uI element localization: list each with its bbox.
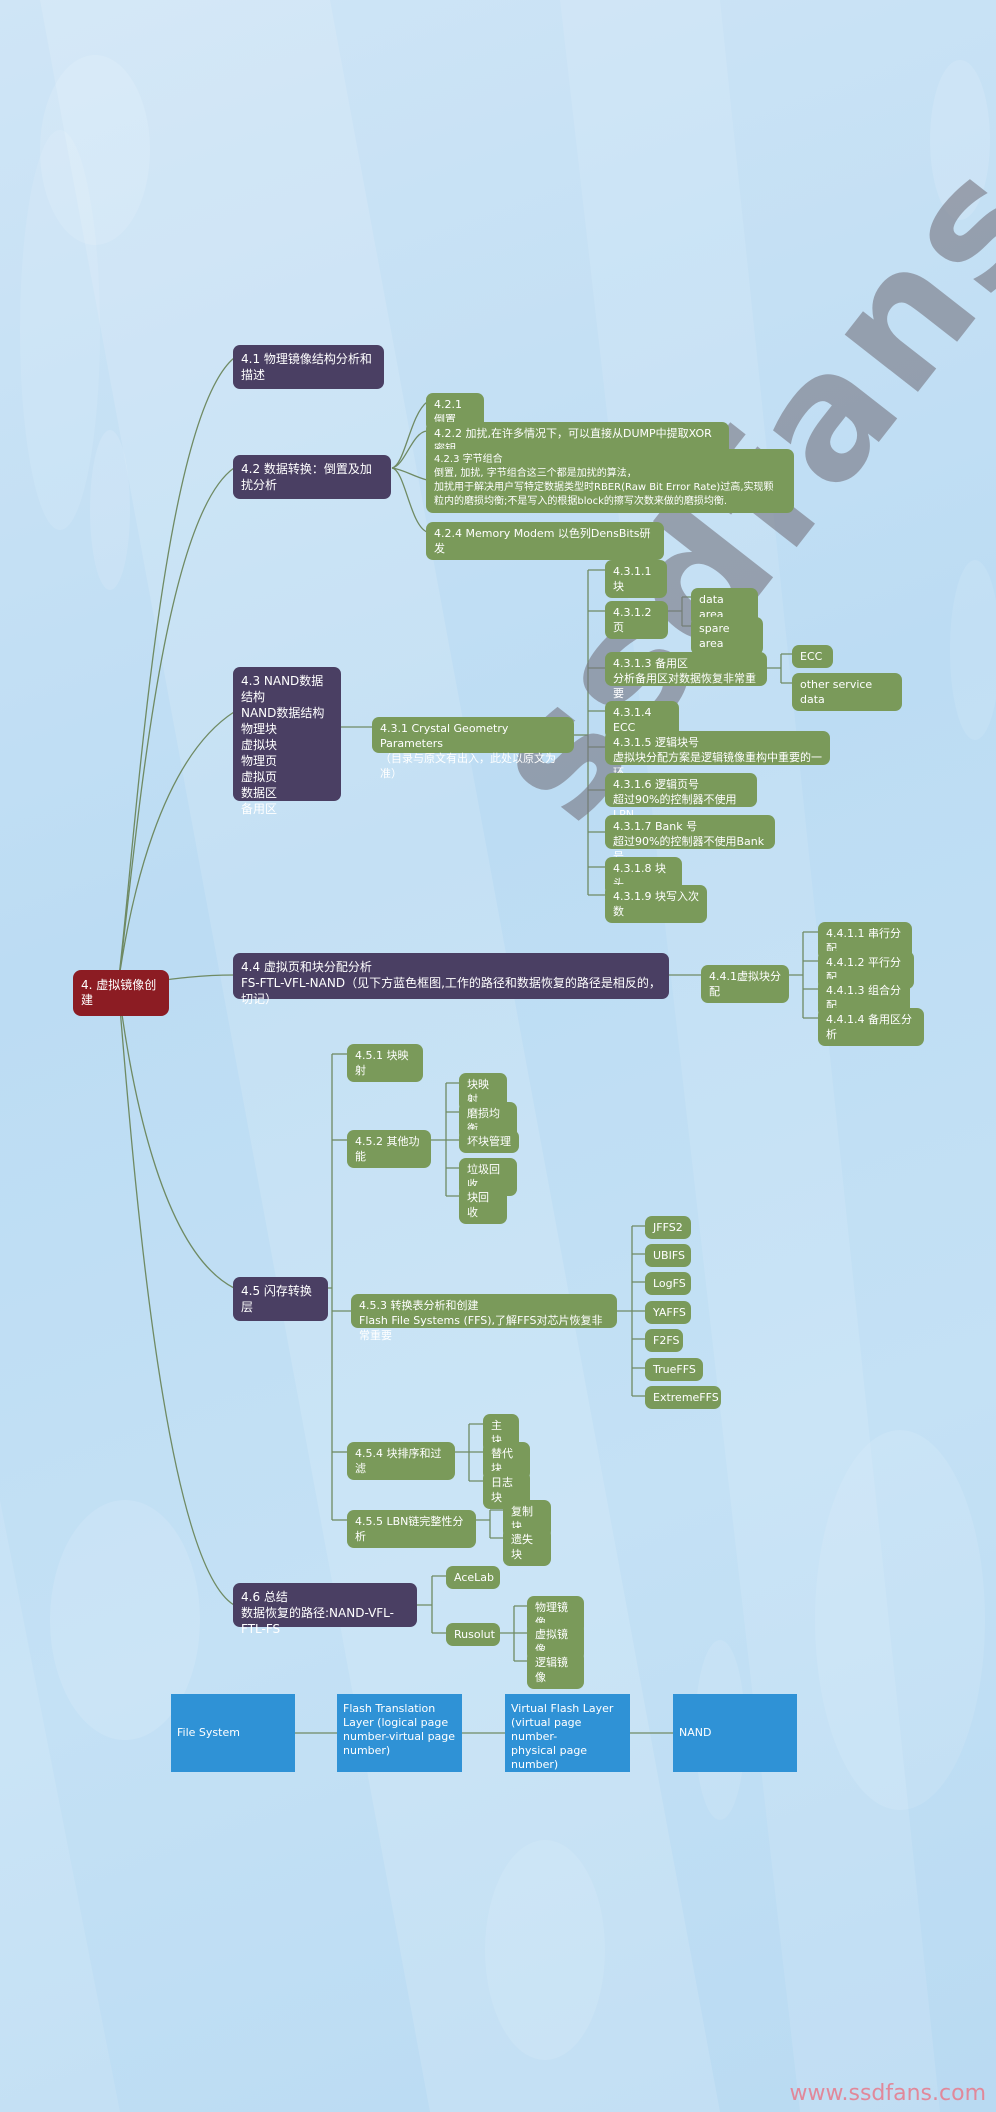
node-4-3-1[interactable]: 4.3.1 Crystal Geometry Parameters （目录与原文… [372, 717, 574, 780]
flow-nand: NAND [673, 1694, 797, 1772]
node-4-3-1-1[interactable]: 4.3.1.1 块 [605, 560, 667, 598]
node-4-4-1[interactable]: 4.4.1虚拟块分配 [701, 965, 789, 1003]
node-4-4-1-4[interactable]: 4.4.1.4 备用区分析 [818, 1008, 924, 1046]
node-fs-yaffs[interactable]: YAFFS [645, 1301, 691, 1324]
flow-file-system: File System [171, 1694, 295, 1772]
node-logical-image[interactable]: 逻辑镜像 [527, 1651, 584, 1689]
root-node[interactable]: 4. 虚拟镜像创建 [73, 970, 169, 1016]
node-4-4[interactable]: 4.4 虚拟页和块分配分析 FS-FTL-VFL-NAND（见下方蓝色框图,工作… [233, 953, 669, 1006]
node-4-3-1-9[interactable]: 4.3.1.9 块写入次数 [605, 885, 707, 923]
node-fs-extremeffs[interactable]: ExtremeFFS [645, 1386, 721, 1409]
node-fs-ubifs[interactable]: UBIFS [645, 1244, 691, 1267]
node-4-1[interactable]: 4.1 物理镜像结构分析和描述 [233, 345, 384, 389]
node-4-3-1-6[interactable]: 4.3.1.6 逻辑页号 超过90%的控制器不使用LPN [605, 773, 757, 821]
node-4-5-2[interactable]: 4.5.2 其他功能 [347, 1130, 431, 1168]
node-4-3[interactable]: 4.3 NAND数据结构 NAND数据结构 物理块 虚拟块 物理页 虚拟页 数据… [233, 667, 341, 816]
node-4-2-3[interactable]: 4.2.3 字节组合 倒置, 加扰, 字节组合这三个都是加扰的算法， 加扰用于解… [426, 449, 794, 513]
node-fs-f2fs[interactable]: F2FS [645, 1329, 683, 1352]
site-url: www.ssdfans.com [789, 2081, 986, 2106]
node-fs-jffs2[interactable]: JFFS2 [645, 1216, 691, 1239]
node-fs-logfs[interactable]: LogFS [645, 1272, 691, 1295]
node-fs-trueffs[interactable]: TrueFFS [645, 1358, 703, 1381]
node-4-3-1-5[interactable]: 4.3.1.5 逻辑块号 虚拟块分配方案是逻辑镜像重构中重要的一环 [605, 731, 830, 779]
node-4-5-3[interactable]: 4.5.3 转换表分析和创建 Flash File Systems (FFS),… [351, 1294, 617, 1342]
node-func-block-reclaim[interactable]: 块回收 [459, 1186, 507, 1224]
node-other-service-data[interactable]: other service data [792, 673, 902, 711]
node-rusolut[interactable]: Rusolut [446, 1623, 500, 1646]
node-4-3-1-2[interactable]: 4.3.1.2 页 [605, 601, 668, 639]
flow-virtual-flash-layer: Virtual Flash Layer (virtual page number… [505, 1694, 630, 1772]
node-func-bad-block[interactable]: 坏块管理 [459, 1130, 519, 1153]
node-4-3-1-3[interactable]: 4.3.1.3 备用区 分析备用区对数据恢复非常重要 [605, 652, 767, 700]
node-4-2[interactable]: 4.2 数据转换：倒置及加扰分析 [233, 455, 391, 499]
node-4-5-4[interactable]: 4.5.4 块排序和过滤 [347, 1442, 455, 1480]
node-acelab[interactable]: AceLab [446, 1566, 500, 1589]
node-4-5-5[interactable]: 4.5.5 LBN链完整性分析 [347, 1510, 476, 1548]
node-4-6[interactable]: 4.6 总结 数据恢复的路径:NAND-VFL-FTL-FS [233, 1583, 417, 1636]
node-lbn-lost-block[interactable]: 遗失块 [503, 1528, 551, 1566]
flow-flash-translation-layer: Flash Translation Layer (logical page nu… [337, 1694, 462, 1772]
node-4-5-1[interactable]: 4.5.1 块映射 [347, 1044, 423, 1082]
node-4-5[interactable]: 4.5 闪存转换层 [233, 1277, 328, 1321]
node-4-3-1-7[interactable]: 4.3.1.7 Bank 号 超过90%的控制器不使用Bank号 [605, 815, 775, 863]
node-4-2-4[interactable]: 4.2.4 Memory Modem 以色列DensBits研发 [426, 522, 664, 560]
node-ecc[interactable]: ECC [792, 645, 833, 668]
node-spare-area[interactable]: spare area [691, 617, 763, 655]
